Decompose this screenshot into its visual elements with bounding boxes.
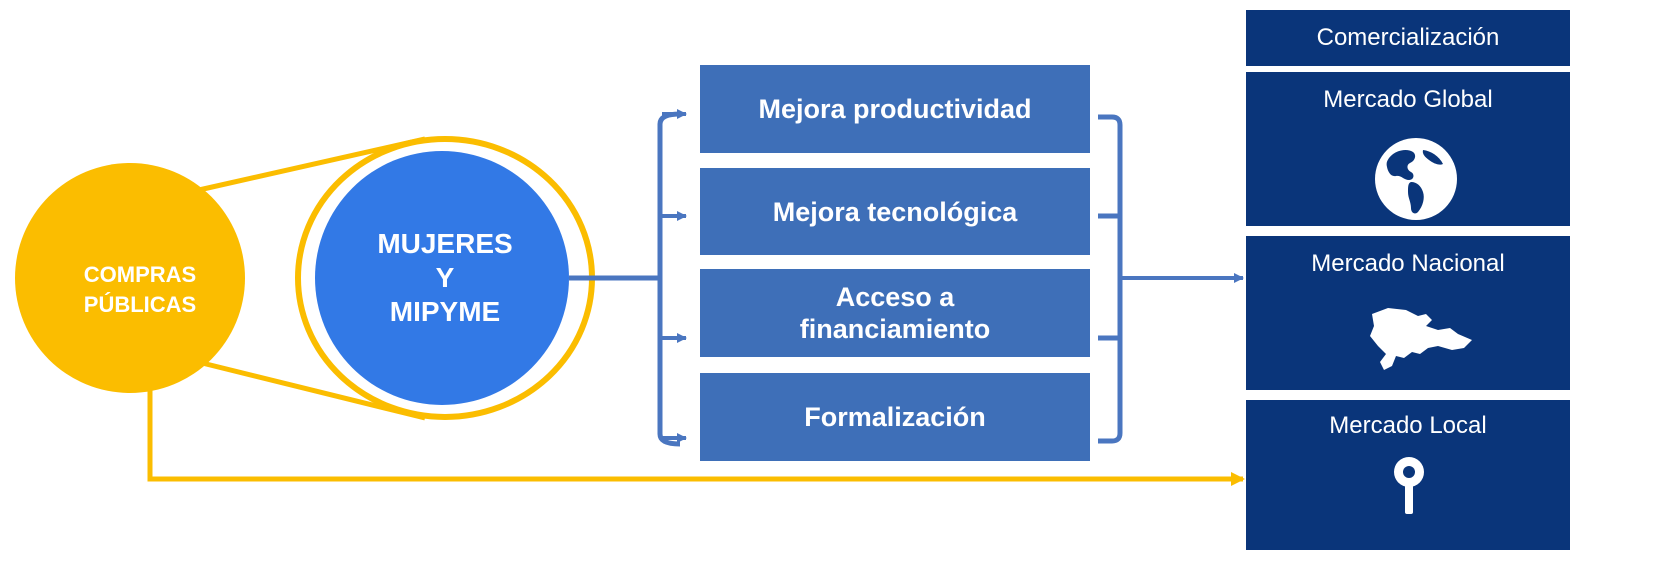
compras-label: COMPRAS PÚBLICAS [40,240,240,340]
compras-label-line1: COMPRAS [83,262,197,287]
country-map-icon [1370,308,1472,370]
benefit-box-tecnologica: Mejora tecnológica [700,168,1090,255]
benefit-label-line2: financiamiento [799,314,991,344]
market-nacional-panel: Mercado Nacional [1246,236,1570,390]
mujeres-label-line1: MUJERES [377,227,513,259]
benefit-label-line1: Acceso a [835,282,955,312]
compras-label-line2: PÚBLICAS [83,292,197,317]
market-global-panel: Mercado Global [1246,72,1570,226]
globe-icon [1375,138,1457,220]
market-global-label: Mercado Global [1323,86,1493,113]
benefit-label: Mejora productividad [758,94,1032,124]
compras-to-local-arrow [147,375,1245,486]
mujeres-label-line3: MIPYME [389,295,501,327]
markets-header: Comercialización [1246,10,1570,66]
mujeres-label-line2: Y [435,261,455,293]
right-bracket [1098,114,1123,444]
market-local-label: Mercado Local [1329,412,1487,439]
left-bracket [657,111,681,447]
mujeres-label: MUJERES Y MIPYME [345,220,545,335]
benefit-box-productividad: Mejora productividad [700,65,1090,153]
map-pin-icon [1394,457,1424,514]
benefit-label: Mejora tecnológica [772,196,1018,227]
market-nacional-label: Mercado Nacional [1311,250,1505,277]
benefit-label: Formalización [804,402,986,432]
benefit-box-financiamiento: Acceso a financiamiento [700,269,1090,357]
mujeres-circle [315,151,569,405]
compras-circle [15,163,245,393]
markets-header-label: Comercialización [1316,24,1500,51]
benefit-box-formalizacion: Formalización [700,373,1090,461]
market-local-panel: Mercado Local [1246,400,1570,550]
